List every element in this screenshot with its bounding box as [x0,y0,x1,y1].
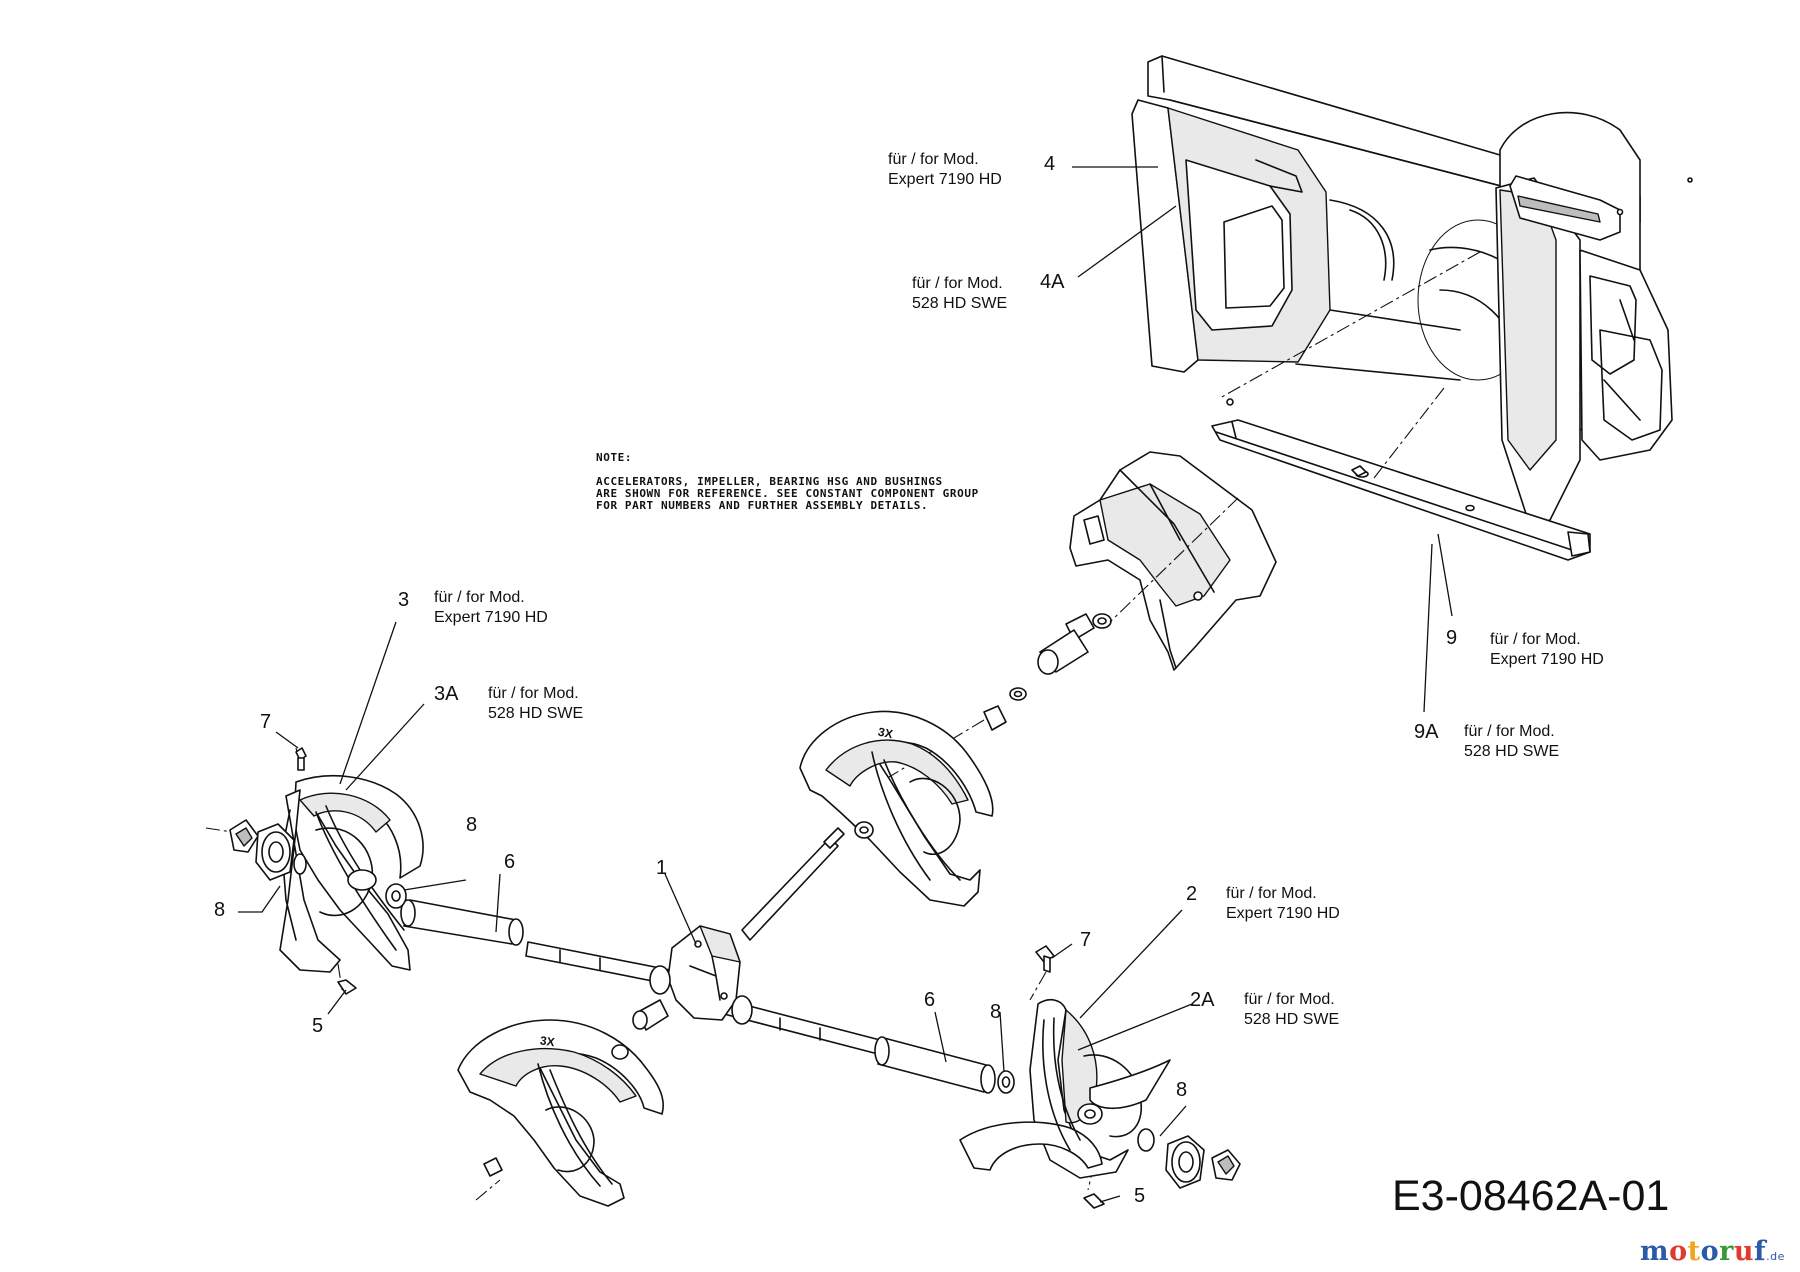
model-name: Expert 7190 HD [1226,905,1340,922]
model-name: Expert 7190 HD [434,609,548,626]
model-label-3a: für / for Mod. 528 HD SWE [488,684,583,724]
model-prefix: für / for Mod. [912,275,1003,292]
callout-8-left-inner: 8 [466,814,478,836]
logo-letter: o [1669,1236,1688,1267]
gearbox [632,925,753,1031]
model-name: Expert 7190 HD [1490,651,1604,668]
rear-shaft [741,827,845,941]
model-label-9a: für / for Mod. 528 HD SWE [1464,722,1559,762]
callout-1: 1 [656,857,668,879]
upper-right-auger: 3X [799,710,994,907]
right-end-hardware [997,945,1241,1209]
callout-2a: 2A [1190,989,1215,1011]
model-prefix: für / for Mod. [434,589,525,606]
callout-8-right-outer: 8 [1176,1079,1188,1101]
callout-6-left: 6 [504,851,516,873]
callout-3: 3 [398,589,410,611]
scraper-bar [1211,419,1591,561]
logo-letter: t [1687,1236,1701,1267]
model-label-2: für / for Mod. Expert 7190 HD [1226,884,1340,924]
left-end-hardware [229,747,357,995]
callout-5-left: 5 [312,1015,324,1037]
model-name: 528 HD SWE [1464,743,1560,760]
callout-9a: 9A [1414,721,1439,743]
auger-shaft-right [723,999,996,1094]
logo-letter: r [1719,1236,1734,1267]
right-auger [959,998,1171,1179]
callout-4a: 4A [1040,271,1065,293]
lower-left-auger: 3X [457,1019,664,1207]
callout-7-left: 7 [260,711,272,733]
callout-3a: 3A [434,683,459,705]
model-prefix: für / for Mod. [1464,723,1555,740]
model-name: Expert 7190 HD [888,171,1002,188]
model-name: 528 HD SWE [1244,1011,1340,1028]
note-line: FOR PART NUMBERS AND FURTHER ASSEMBLY DE… [596,499,929,512]
model-name: 528 HD SWE [488,705,584,722]
model-prefix: für / for Mod. [488,685,579,702]
model-label-3: für / for Mod. Expert 7190 HD [434,588,548,628]
callout-8-left-outer: 8 [214,899,226,921]
callout-6-right: 6 [924,989,936,1011]
model-prefix: für / for Mod. [1490,631,1581,648]
logo-letter: m [1640,1236,1670,1267]
svg-text:3X: 3X [877,725,894,742]
left-auger [279,774,424,973]
note-line: ACCELERATORS, IMPELLER, BEARING HSG AND … [596,475,943,488]
callout-9: 9 [1446,627,1458,649]
leader-lines [238,166,1453,1203]
model-label-9: für / for Mod. Expert 7190 HD [1490,630,1604,670]
logo-tld: .de [1766,1250,1785,1263]
callout-5-right: 5 [1134,1185,1146,1207]
model-label-4a: für / for Mod. 528 HD SWE [912,274,1007,314]
motoruf-watermark-logo: motoruf.de [1640,1236,1785,1267]
callout-4: 4 [1044,153,1056,175]
model-label-2a: für / for Mod. 528 HD SWE [1244,990,1339,1030]
svg-text:3X: 3X [539,1033,555,1049]
impeller-bushings [983,613,1112,731]
callout-8-right-inner: 8 [990,1001,1002,1023]
note-line: ARE SHOWN FOR REFERENCE. SEE CONSTANT CO… [596,487,979,500]
callout-2: 2 [1186,883,1198,905]
auger-shaft-left [400,899,681,987]
logo-letter: u [1733,1236,1754,1267]
note-heading: NOTE: [596,451,633,464]
model-name: 528 HD SWE [912,295,1008,312]
callout-7-right: 7 [1080,929,1092,951]
drawing-number: E3-08462A-01 [1392,1172,1670,1220]
logo-letter: o [1700,1236,1720,1267]
model-label-4: für / for Mod. Expert 7190 HD [888,150,1002,190]
impeller [1069,451,1277,671]
model-prefix: für / for Mod. [1244,991,1335,1008]
blower-housing [1131,55,1693,527]
model-prefix: für / for Mod. [1226,885,1317,902]
assembly-note: NOTE: ACCELERATORS, IMPELLER, BEARING HS… [596,452,979,512]
logo-letter: f [1753,1236,1767,1267]
model-prefix: für / for Mod. [888,151,979,168]
